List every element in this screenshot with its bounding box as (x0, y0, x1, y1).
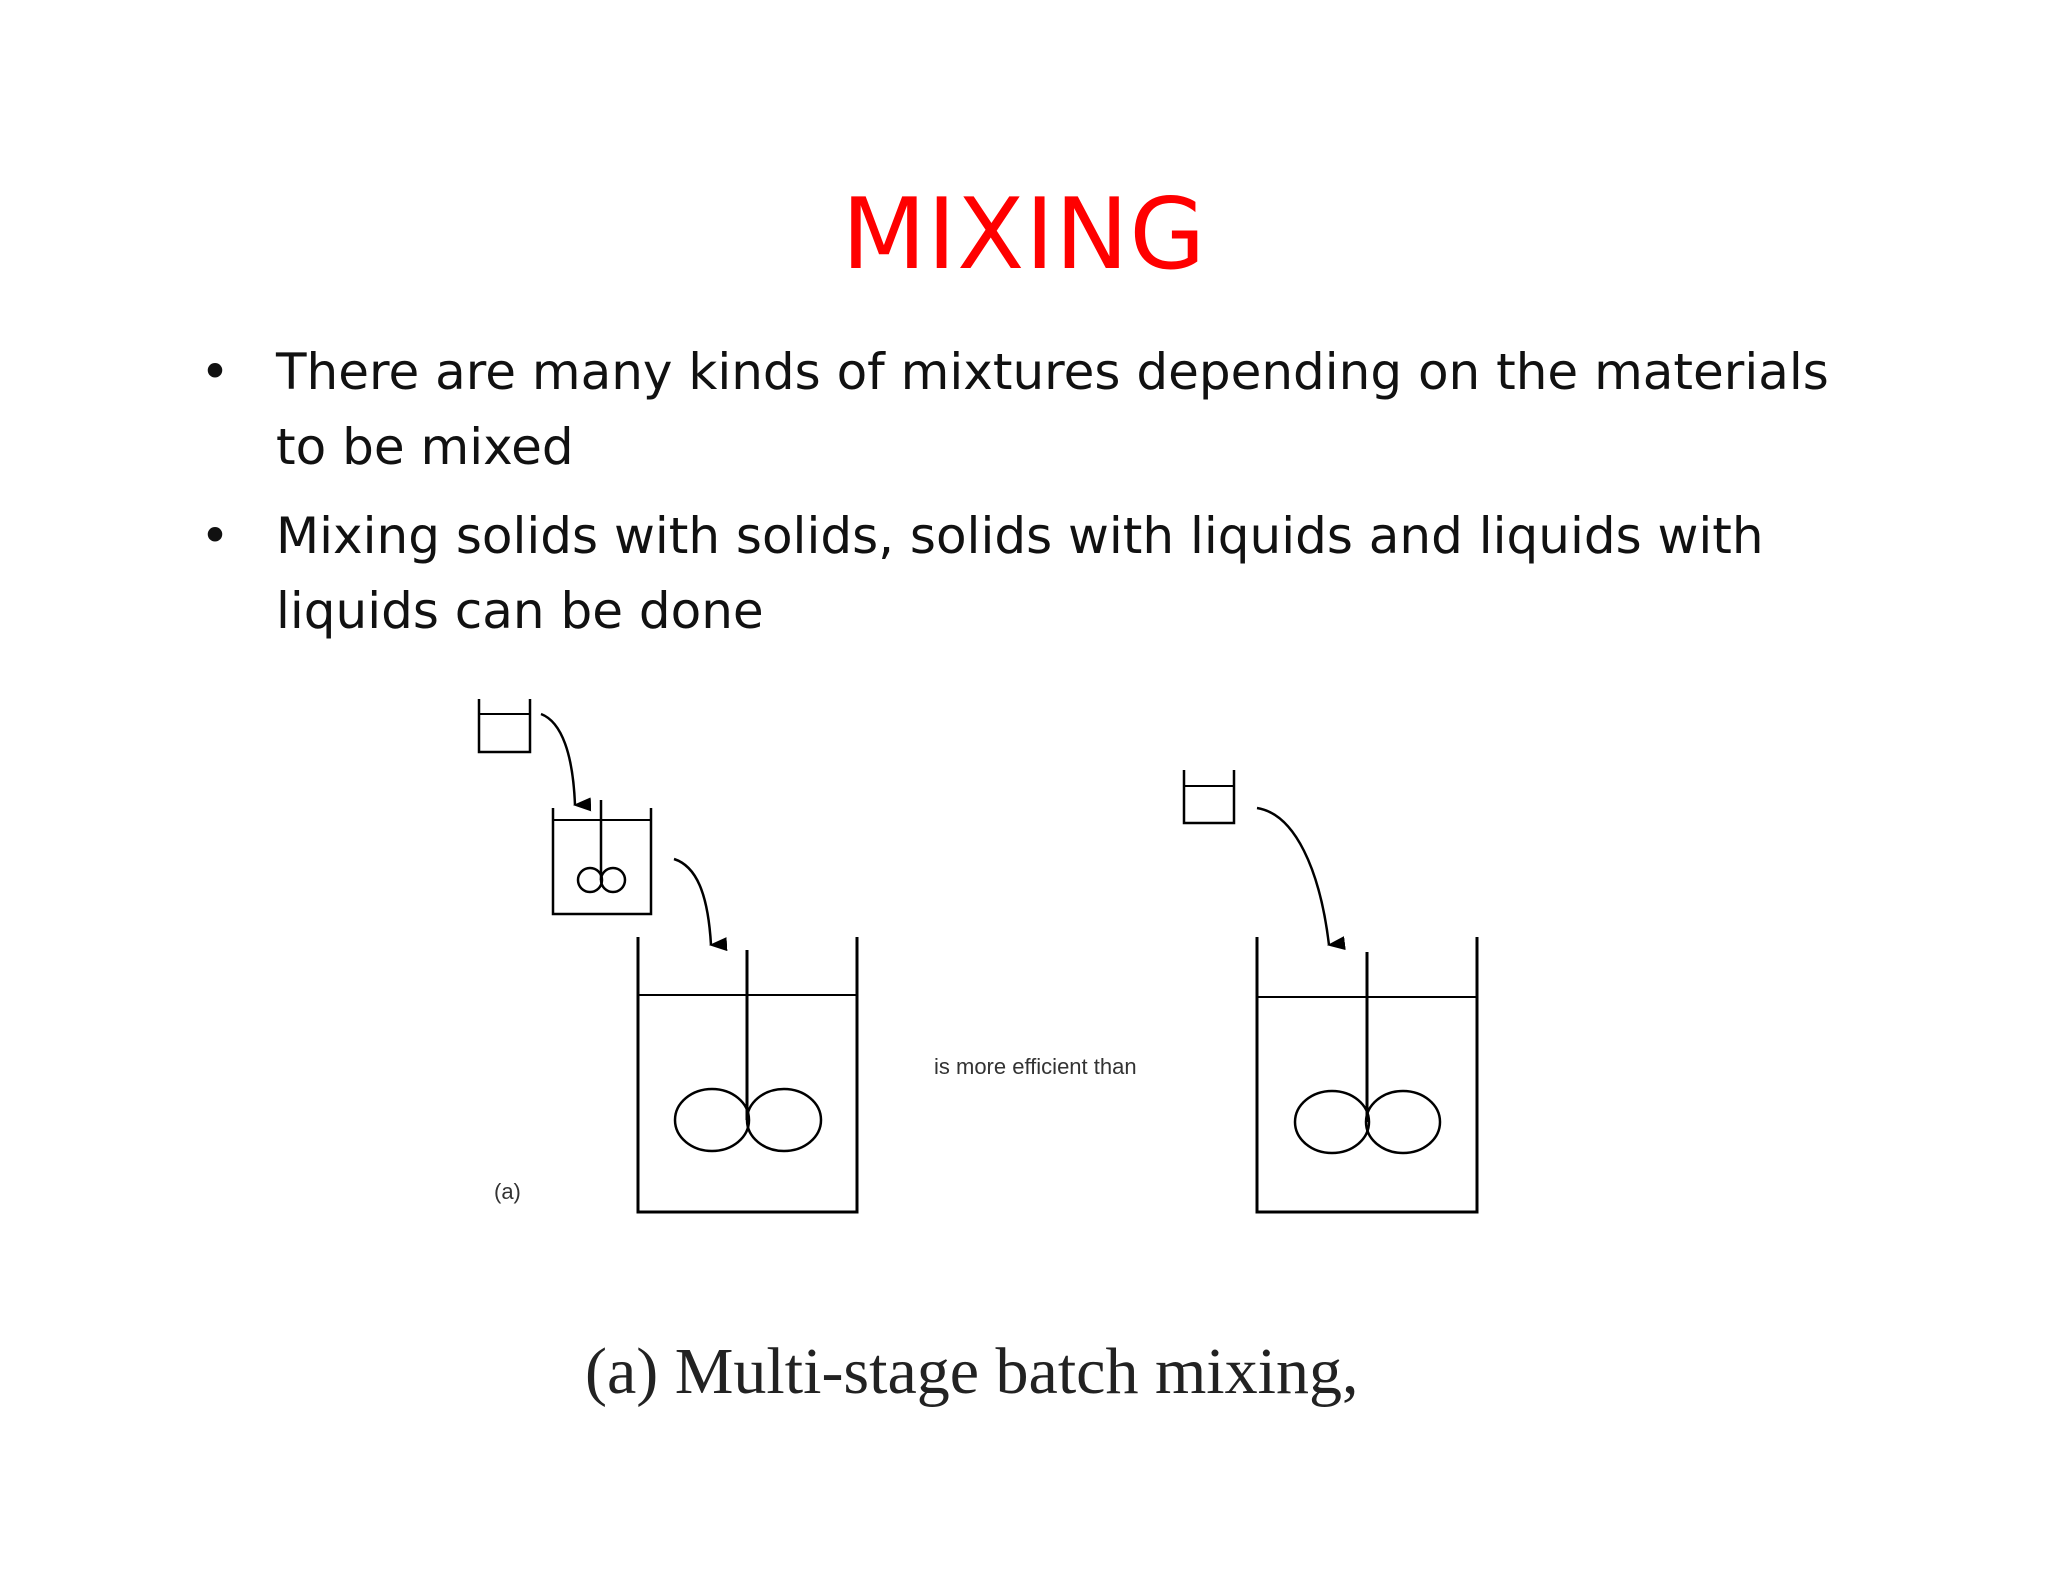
pre-mix-tank (551, 800, 653, 916)
single-stage-setup (1182, 770, 1479, 1214)
comparison-label: is more efficient than (934, 1054, 1137, 1079)
slide-title: MIXING (841, 178, 1207, 292)
main-mixing-tank (1255, 937, 1479, 1214)
flow-arrow (540, 712, 592, 812)
source-container (477, 699, 532, 754)
impeller-blade (673, 1087, 751, 1153)
impeller-blade (745, 1087, 823, 1153)
main-mixing-tank (636, 937, 859, 1214)
bullet-text: There are many kinds of mixtures dependi… (276, 343, 1829, 476)
bullet-text: Mixing solids with solids, solids with l… (276, 507, 1764, 640)
figure-caption: (a) Multi-stage batch mixing, (585, 1335, 1359, 1408)
flow-arrow (673, 857, 728, 952)
impeller-blade (1364, 1089, 1442, 1155)
impeller-blade (1293, 1089, 1371, 1155)
bullet-list: • There are many kinds of mixtures depen… (200, 335, 1850, 663)
source-container (1182, 770, 1236, 825)
bullet-item: • Mixing solids with solids, solids with… (200, 499, 1850, 649)
flow-arrow (1256, 806, 1346, 951)
multi-stage-setup: (a) (477, 699, 859, 1214)
panel-label: (a) (494, 1179, 521, 1204)
bullet-marker: • (200, 507, 230, 565)
bullet-marker: • (200, 343, 230, 401)
bullet-item: • There are many kinds of mixtures depen… (200, 335, 1850, 485)
